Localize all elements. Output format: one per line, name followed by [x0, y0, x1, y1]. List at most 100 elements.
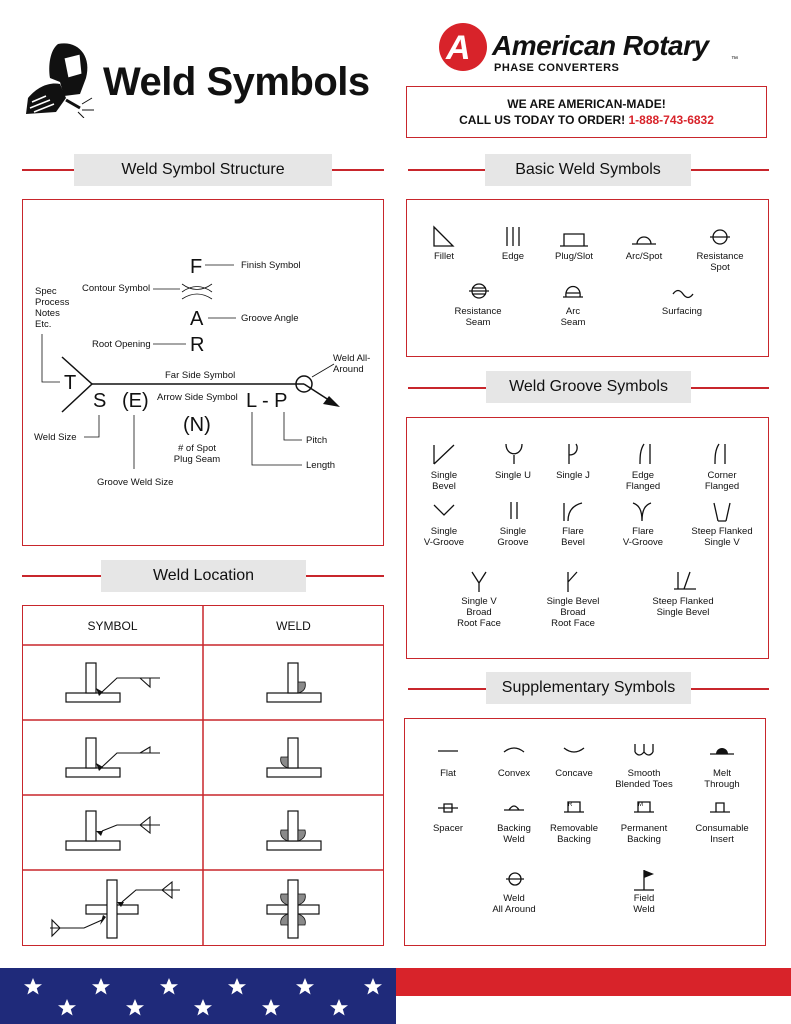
section-title-groove: Weld Groove Symbols: [486, 371, 691, 403]
cta-phone[interactable]: 1-888-743-6832: [628, 113, 714, 127]
basic-label-fillet: Fillet: [433, 251, 455, 262]
section-title-supplementary: Supplementary Symbols: [486, 672, 691, 704]
label-finish: Finish Symbol: [241, 260, 301, 271]
v-broad-icon: [471, 571, 487, 592]
concave-icon: [563, 747, 585, 753]
bevel-broad-icon: [567, 571, 578, 592]
single-v-groove-icon: [433, 504, 455, 516]
fillet-icon: [433, 225, 455, 247]
supplementary-panel: [404, 718, 766, 946]
basic-label-edge: Edge: [501, 251, 525, 262]
single-j-icon: [568, 443, 578, 464]
corner-flanged-icon: [714, 443, 726, 465]
basic-label-arc-spot: Arc/Spot: [625, 251, 663, 262]
label-far-side: Far Side Symbol: [165, 370, 236, 381]
size-letter: S: [93, 390, 107, 412]
section-title-location: Weld Location: [101, 560, 306, 592]
edge-icon: [506, 227, 520, 246]
groove-label: Single J: [556, 470, 590, 481]
label-groove-weld-size: Groove Weld Size: [97, 477, 174, 488]
brand-tm: ™: [731, 56, 738, 63]
label-weld-size: Weld Size: [34, 432, 77, 443]
page-title: Weld Symbols: [103, 60, 370, 104]
flare-v-groove-icon: [632, 502, 652, 522]
section-title-structure: Weld Symbol Structure: [74, 154, 332, 186]
basic-label-surfacing: Surfacing: [661, 306, 703, 317]
groove-symbols-icons: [433, 443, 731, 592]
weld-all-around-icon: [506, 872, 524, 886]
supp-label: Concave: [555, 768, 593, 779]
supplementary-icons: [438, 744, 734, 891]
welder-icon: [26, 43, 94, 118]
label-contour: Contour Symbol: [82, 283, 151, 294]
permanent-backing-icon: [634, 801, 654, 813]
basic-label-plug: Plug/Slot: [554, 251, 594, 262]
removable-backing-icon: [564, 801, 584, 813]
cta-line2: CALL US TODAY TO ORDER! 1-888-743-6832: [407, 112, 766, 128]
convex-icon: [503, 747, 525, 753]
finish-letter: F: [190, 256, 203, 278]
label-arrow-side: Arrow Side Symbol: [157, 392, 238, 403]
consumable-insert-icon: [710, 802, 730, 813]
plug-slot-icon: [560, 233, 588, 247]
groove-angle-letter: A: [190, 308, 204, 330]
groove-size-letter: (E): [122, 390, 149, 412]
spec-letter: T: [64, 372, 77, 394]
cta-box: WE ARE AMERICAN-MADE! CALL US TODAY TO O…: [406, 86, 767, 138]
supp-label: Flat: [440, 768, 456, 779]
star-icon: [24, 978, 382, 1016]
arc-seam-icon: [563, 285, 583, 298]
brand-name: American Rotary: [492, 30, 709, 61]
column-header-symbol: SYMBOL: [87, 619, 138, 633]
edge-flanged-icon: [639, 443, 651, 465]
backing-weld-icon: [504, 805, 524, 811]
label-all-around: Weld All-Around: [333, 353, 371, 375]
label-length: Length: [306, 460, 336, 471]
label-pitch: Pitch: [306, 435, 328, 446]
single-u-icon: [505, 443, 523, 464]
field-weld-flag-icon: [644, 870, 654, 878]
single-bevel-icon: [433, 444, 455, 465]
brand-logo-icon: A: [439, 23, 487, 71]
structure-diagram: [41, 264, 340, 469]
basic-symbols-panel: [406, 199, 769, 357]
structure-panel: [22, 199, 384, 546]
arc-spot-icon: [632, 236, 656, 245]
root-letter: R: [190, 334, 205, 356]
surfacing-icon: [672, 289, 694, 299]
section-title-basic: Basic Weld Symbols: [485, 154, 691, 186]
arrowhead: [323, 396, 340, 407]
removable-letter: R: [568, 802, 573, 808]
permanent-letter: M: [638, 802, 643, 808]
resistance-spot-icon: [710, 229, 730, 245]
brand-subtitle: PHASE CONVERTERS: [494, 62, 620, 74]
spacer-icon: [438, 803, 458, 813]
smooth-blended-icon: [634, 744, 654, 756]
steep-v-icon: [713, 502, 731, 522]
groove-symbols-panel: [406, 417, 769, 659]
flare-bevel-icon: [563, 502, 583, 522]
supp-label: Spacer: [432, 823, 464, 834]
steep-bevel-icon: [674, 571, 696, 590]
label-root-opening: Root Opening: [92, 339, 151, 350]
all-around-circle: [295, 375, 313, 393]
